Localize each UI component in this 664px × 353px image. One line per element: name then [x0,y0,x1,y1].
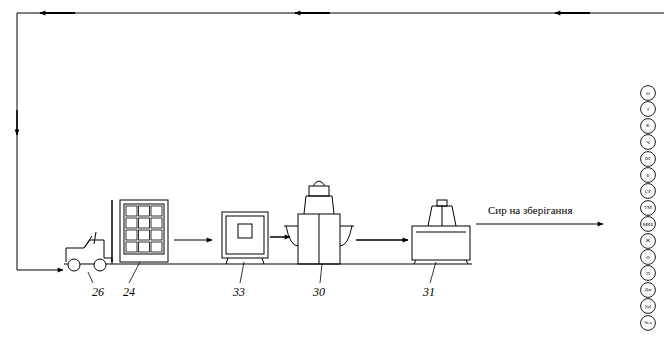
output-label: Сир на зберігання [488,205,572,216]
test-circle: ТМ [640,200,656,216]
leader-line [88,272,93,283]
test-circle: Т [640,101,656,117]
flow-arrow [270,236,290,238]
output-arrow [476,223,603,224]
output-label-text: Сир на зберігання [488,204,572,216]
test-circle: St.a [640,315,656,331]
leader-line [320,264,322,283]
parameter-code: К [640,118,656,134]
cutting-machine [284,181,354,264]
test-circle: СР [640,183,656,199]
leader-line [129,262,140,283]
return-line [17,13,664,14]
rack-cells [126,206,162,252]
test-circle: Б [640,167,656,183]
callout-number-text: 26 [92,285,104,299]
storage-rack [120,200,168,262]
test-circle: П [640,265,656,281]
parameter-code: П [640,265,656,281]
flow-arrow [40,12,75,14]
parameter-code: ВГ [640,151,656,167]
test-circle: Ч [640,134,656,150]
callout-number: 24 [123,286,135,298]
parameter-code: Б [640,167,656,183]
parameter-code: St.a [640,315,656,331]
parameter-code: Ж [640,233,656,249]
callout-number: 26 [92,286,104,298]
callout-number: 31 [423,286,435,298]
unpacking-machine [222,212,268,264]
return-line [17,13,18,270]
parameter-code: ТМ [640,200,656,216]
parameter-code: О [640,85,656,101]
flow-arrow [356,239,408,241]
parameter-code: Дж [640,282,656,298]
callout-number-text: 33 [233,285,245,299]
parameter-code: МКБ [640,216,656,232]
forklift [66,200,112,271]
leader-line [430,262,436,283]
parameter-code: СР [640,183,656,199]
callout-number-text: 30 [313,285,325,299]
flow-arrow [295,12,330,14]
test-circle: Дж [640,282,656,298]
callout-number: 30 [313,286,325,298]
parameter-code: Ч [640,134,656,150]
test-circle: ВГ [640,151,656,167]
parameter-code: Ф [640,249,656,265]
floor-line [64,263,472,264]
test-circle: Ф [640,249,656,265]
test-circle: Sal [640,298,656,314]
leader-line [240,262,244,283]
callout-number-text: 24 [123,285,135,299]
flow-arrow [17,270,63,271]
packing-machine [412,200,470,264]
parameter-code: Т [640,101,656,117]
callout-number-text: 31 [423,285,435,299]
flow-arrow [174,240,212,241]
parameter-code: Sal [640,298,656,314]
test-circle: МКБ [640,216,656,232]
test-circle: О [640,85,656,101]
flow-arrow [555,12,590,14]
test-circle: К [640,118,656,134]
callout-number: 33 [233,286,245,298]
test-circle: Ж [640,233,656,249]
flow-arrow [16,110,18,135]
